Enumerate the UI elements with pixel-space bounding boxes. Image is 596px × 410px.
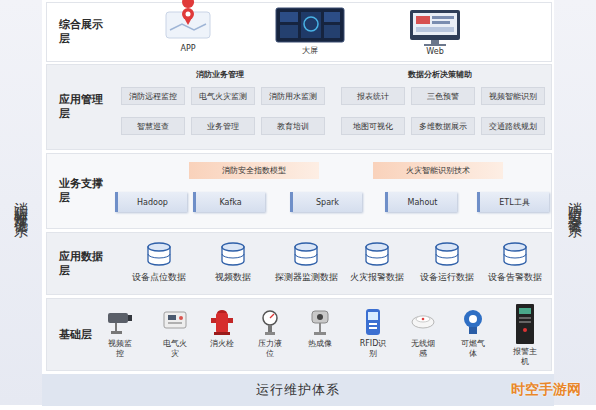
layer-title: 业务支撑层 xyxy=(59,177,109,205)
tech-box: Kafka xyxy=(193,192,265,212)
node-text: 电气火灾监测 xyxy=(199,91,247,102)
data-cylinder: 设备运行数据 xyxy=(411,239,483,291)
system-band: 消防信息安全体系 xyxy=(554,0,596,405)
node-text: 报表统计 xyxy=(357,91,389,102)
node-text: 火灾报警数据 xyxy=(341,272,413,284)
node-text: 设备运行数据 xyxy=(411,272,483,284)
watermark: 时空手游网 xyxy=(498,381,594,399)
tech-box: Hadoop xyxy=(115,192,187,212)
item-label: 热成像 xyxy=(306,339,334,349)
group-heading: 数据分析决策辅助 xyxy=(380,69,500,80)
item-label: Web xyxy=(415,47,455,56)
cylinder-shape xyxy=(502,241,528,267)
node-text: 消防安全指数模型 xyxy=(222,165,286,176)
node-text: 地图可视化 xyxy=(353,121,393,132)
node-text: Mahout xyxy=(408,198,438,207)
layer-band: 基础层 xyxy=(46,298,552,371)
node-text: 设备点位数据 xyxy=(123,272,195,284)
item-label: 消火栓 xyxy=(208,339,236,349)
node-text: Kafka xyxy=(219,198,241,207)
node-text: 消防标准规范体系 xyxy=(12,191,30,215)
node-text: 教育培训 xyxy=(277,121,309,132)
node-text: 设备告警数据 xyxy=(479,272,551,284)
item-label: APP xyxy=(168,44,208,53)
layer-title: 应用管理层 xyxy=(59,93,109,121)
model-banner: 消防安全指数模型 xyxy=(189,162,319,179)
node-text: ETL工具 xyxy=(499,197,529,208)
item-label: RFID识别 xyxy=(359,339,387,359)
function-box: 报表统计 xyxy=(341,87,405,105)
node-text: 运行维护体系 xyxy=(256,381,340,399)
layer-title: 综合展示层 xyxy=(59,18,109,46)
item-label: 电气火灾 xyxy=(161,339,189,359)
item-label: 报警主机 xyxy=(511,347,539,367)
layer-title: 基础层 xyxy=(59,328,109,342)
node-text: 消防用水监测 xyxy=(269,91,317,102)
node-text: Spark xyxy=(316,198,339,207)
item-label: 可燃气体 xyxy=(459,339,487,359)
layer-band: 应用数据层设备点位数据视频数据探测器监测数据火灾报警数据设备运行数据设备告警数据 xyxy=(46,232,552,295)
item-label: 无线烟感 xyxy=(409,339,437,359)
model-banner: 火灾智能识别技术 xyxy=(373,162,503,179)
data-cylinder: 火灾报警数据 xyxy=(341,239,413,291)
function-box: 消防用水监测 xyxy=(261,87,325,105)
node-text: 三色预警 xyxy=(427,91,459,102)
item-label: 压力液位 xyxy=(256,339,284,359)
node-text: 探测器监测数据 xyxy=(270,272,342,284)
function-box: 智慧巡查 xyxy=(121,117,185,135)
data-cylinder: 探测器监测数据 xyxy=(270,239,342,291)
group-heading: 消防业务管理 xyxy=(170,69,270,80)
node-text: 视频智能识别 xyxy=(489,91,537,102)
node-text: 交通路线规划 xyxy=(489,121,537,132)
function-box: 交通路线规划 xyxy=(481,117,545,135)
data-cylinder: 设备告警数据 xyxy=(479,239,551,291)
item-label: 大屏 xyxy=(290,45,330,56)
tech-box: ETL工具 xyxy=(477,192,549,212)
item-label: 视频监控 xyxy=(106,339,134,359)
function-box: 视频智能识别 xyxy=(481,87,545,105)
node-text: 火灾智能识别技术 xyxy=(406,165,470,176)
cylinder-shape xyxy=(364,241,390,267)
node-text: 智慧巡查 xyxy=(137,121,169,132)
tech-box: Spark xyxy=(290,192,362,212)
node-text: 视频数据 xyxy=(197,272,269,284)
function-box: 地图可视化 xyxy=(341,117,405,135)
function-box: 电气火灾监测 xyxy=(191,87,255,105)
cylinder-shape xyxy=(146,241,172,267)
node-text: 消防远程监控 xyxy=(129,91,177,102)
cylinder-shape xyxy=(220,241,246,267)
layer-band: 综合展示层 xyxy=(46,2,552,62)
function-box: 业务管理 xyxy=(191,117,255,135)
layer-band: 业务支撑层 消防安全指数模型 火灾智能识别技术 Hadoop Kafka Spark Mah… xyxy=(46,153,552,229)
cylinder-shape xyxy=(434,241,460,267)
node-text: 多维数据展示 xyxy=(419,121,467,132)
node-text: 消防信息安全体系 xyxy=(566,191,584,215)
layer-title: 应用数据层 xyxy=(59,250,109,278)
function-box: 消防远程监控 xyxy=(121,87,185,105)
data-cylinder: 视频数据 xyxy=(197,239,269,291)
function-box: 多维数据展示 xyxy=(411,117,475,135)
function-box: 教育培训 xyxy=(261,117,325,135)
tech-box: Mahout xyxy=(385,192,457,212)
system-band: 运行维护体系 xyxy=(42,374,554,406)
node-text: 业务管理 xyxy=(207,121,239,132)
node-text: Hadoop xyxy=(137,198,168,207)
layer-band: 应用管理层 消防远程监控 电气火灾监测 消防用水监测 报表统计 三色预警 视频智能识别智慧巡… xyxy=(46,64,552,150)
data-cylinder: 设备点位数据 xyxy=(123,239,195,291)
cylinder-shape xyxy=(293,241,319,267)
system-band: 消防标准规范体系 xyxy=(0,0,42,405)
function-box: 三色预警 xyxy=(411,87,475,105)
